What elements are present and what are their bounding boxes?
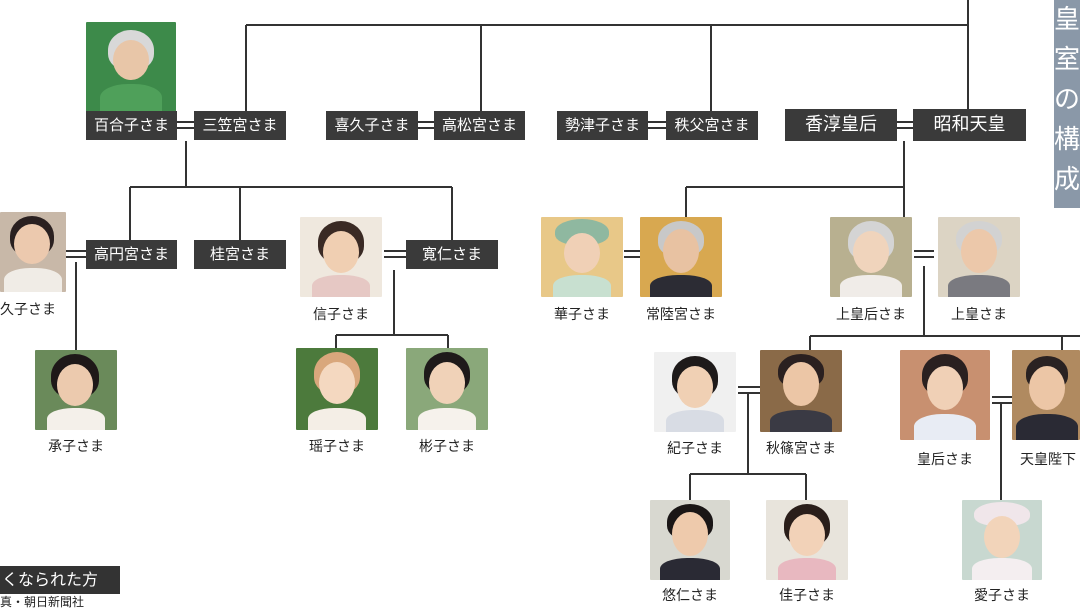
caption-akishino: 秋篠宮さま [766,441,836,457]
box-katsura: 桂宮さま [194,240,286,269]
photo-credit: 真・朝日新聞社 [0,595,85,609]
deceased-legend: くなられた方 [0,566,120,594]
box-yuriko: 百合子さま [86,111,177,140]
caption-kiko: 紀子さま [667,441,723,457]
photo-nobuko [300,217,382,297]
box-mikasa: 三笠宮さま [194,111,286,140]
box-takamatsu: 高松宮さま [434,111,525,140]
caption-hanako: 華子さま [554,307,610,323]
box-tomohito: 寛仁さま [406,240,498,269]
title-char: 室 [1054,45,1080,75]
caption-hitachi: 常陸宮さま [646,307,716,323]
caption-emperor: 天皇陛下 [1020,452,1076,468]
photo-yoko [296,348,378,430]
photo-kako [766,500,848,580]
photo-empress-emerita [830,217,912,297]
title-char: 構 [1054,125,1080,155]
photo-akishino [760,350,842,432]
title-char: 成 [1054,165,1080,195]
photo-hitachi [640,217,722,297]
photo-yuriko [86,22,176,112]
caption-yoko: 瑶子さま [309,439,365,455]
photo-emperor-emeritus [938,217,1020,297]
box-showa: 昭和天皇 [913,109,1026,141]
caption-tsuguko: 承子さま [48,439,104,455]
caption-hisako: 久子さま [0,302,56,318]
caption-kako: 佳子さま [779,588,835,604]
box-takamado: 高円宮さま [86,240,177,269]
caption-empress: 皇后さま [917,452,973,468]
caption-empress-emerita: 上皇后さま [836,307,906,323]
box-setsuko: 勢津子さま [557,111,648,140]
box-kojun: 香淳皇后 [785,109,897,141]
photo-emperor [1012,350,1080,440]
title-char: 皇 [1054,5,1080,35]
box-chichibu: 秩父宮さま [666,111,758,140]
photo-tsuguko [35,350,117,430]
photo-aiko [962,500,1042,580]
photo-akiko [406,348,488,430]
photo-hanako [541,217,623,297]
caption-hisahito: 悠仁さま [662,588,718,604]
photo-hisako [0,212,66,292]
photo-hisahito [650,500,730,580]
title-box: 皇 室 の 構 成 [1054,0,1080,208]
caption-emperor-emeritus: 上皇さま [951,307,1007,323]
caption-akiko: 彬子さま [419,439,475,455]
title-char: の [1054,85,1080,115]
box-kikuko: 喜久子さま [326,111,418,140]
caption-nobuko: 信子さま [313,307,369,323]
photo-kiko [654,352,736,432]
caption-aiko: 愛子さま [974,588,1030,604]
photo-empress [900,350,990,440]
